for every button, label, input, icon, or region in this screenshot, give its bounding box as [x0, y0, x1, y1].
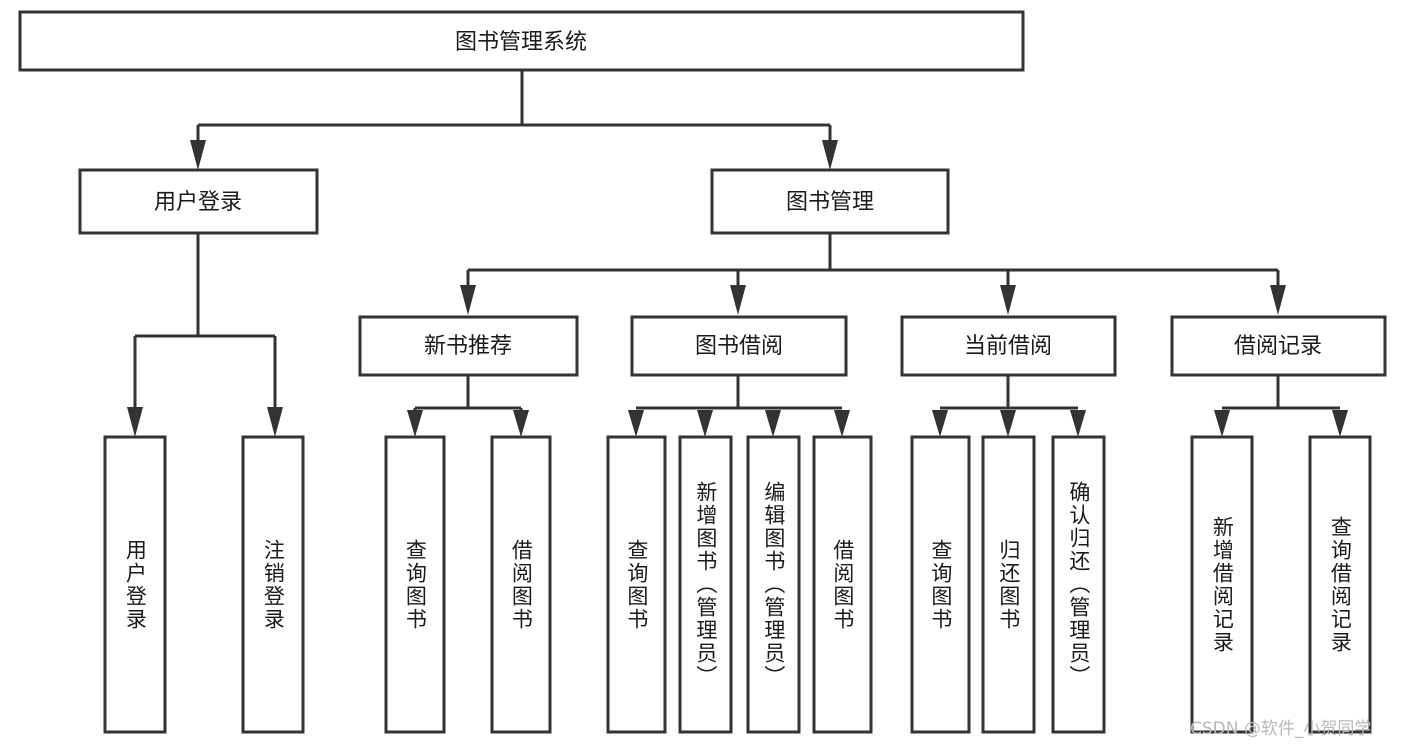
- arrow-user-leaf-1: [127, 407, 143, 437]
- connector-group-new-book: [407, 375, 529, 437]
- arrow-user-leaf-2: [267, 407, 283, 437]
- arrow-root-to-user: [190, 140, 206, 170]
- arrow-borrow-leaf-1: [628, 410, 644, 437]
- node-leaf-box-7[interactable]: [812, 435, 873, 734]
- node-level3-borrow-record-label: 借阅记录: [1234, 334, 1322, 359]
- connector-group-user-login: [127, 233, 283, 437]
- arrow-record-leaf-1: [1214, 410, 1230, 437]
- node-leaf-box-2[interactable]: [384, 435, 446, 734]
- node-level2-book-management-box[interactable]: [710, 168, 950, 235]
- node-leaf-box-5[interactable]: [678, 435, 733, 734]
- arrow-borrow-leaf-3: [765, 410, 781, 437]
- arrow-newbook-leaf-1: [407, 410, 423, 437]
- node-level3-current-borrow-label: 当前借阅: [964, 334, 1052, 359]
- arrow-book-to-borrow: [730, 285, 746, 315]
- arrow-newbook-leaf-2: [513, 410, 529, 437]
- node-level2-user-login-label: 用户登录: [154, 190, 242, 215]
- node-level2-user-login-box[interactable]: [78, 168, 319, 235]
- node-leaf-box-6[interactable]: [746, 435, 801, 734]
- arrow-record-leaf-2: [1332, 410, 1348, 437]
- arrow-borrow-leaf-2: [697, 410, 713, 437]
- node-leaf-box-8[interactable]: [910, 435, 971, 734]
- node-level2-book-management-label: 图书管理: [786, 190, 874, 215]
- node-leaf-box-9[interactable]: [981, 435, 1036, 734]
- connector-group-root: [190, 70, 838, 170]
- csdn-watermark: CSDN @软件_小贺同学: [1190, 719, 1372, 739]
- arrow-borrow-leaf-4: [834, 410, 850, 437]
- connector-group-current-borrow: [932, 375, 1086, 437]
- node-level3-current-borrow-box[interactable]: [900, 315, 1117, 377]
- node-root-box[interactable]: [18, 10, 1025, 72]
- node-leaf-box-0[interactable]: [103, 435, 167, 734]
- node-root-label: 图书管理系统: [455, 30, 587, 55]
- connector-group-book-borrow: [628, 375, 850, 437]
- connector-group-borrow-record: [1214, 375, 1348, 437]
- node-leaf-box-12[interactable]: [1308, 435, 1372, 734]
- arrow-book-to-newbook: [460, 285, 476, 315]
- node-level3-book-borrow-label: 图书借阅: [695, 334, 783, 359]
- node-leaf-box-4[interactable]: [606, 435, 667, 734]
- arrow-current-leaf-1: [932, 410, 948, 437]
- arrow-root-to-book: [822, 140, 838, 170]
- node-level3-new-book-box[interactable]: [358, 315, 579, 377]
- node-leaf-box-10[interactable]: [1051, 435, 1106, 734]
- node-leaf-box-11[interactable]: [1190, 435, 1254, 734]
- arrow-current-leaf-2: [1000, 410, 1016, 437]
- arrow-book-to-current: [1000, 285, 1016, 315]
- connector-group-book-management: [460, 233, 1286, 315]
- node-leaf-box-1[interactable]: [241, 435, 305, 734]
- arrow-current-leaf-3: [1070, 410, 1086, 437]
- node-level3-borrow-record-box[interactable]: [1170, 315, 1387, 377]
- node-level3-book-borrow-box[interactable]: [630, 315, 848, 377]
- arrow-book-to-record: [1270, 285, 1286, 315]
- node-leaf-box-3[interactable]: [490, 435, 552, 734]
- node-level3-new-book-label: 新书推荐: [424, 334, 512, 359]
